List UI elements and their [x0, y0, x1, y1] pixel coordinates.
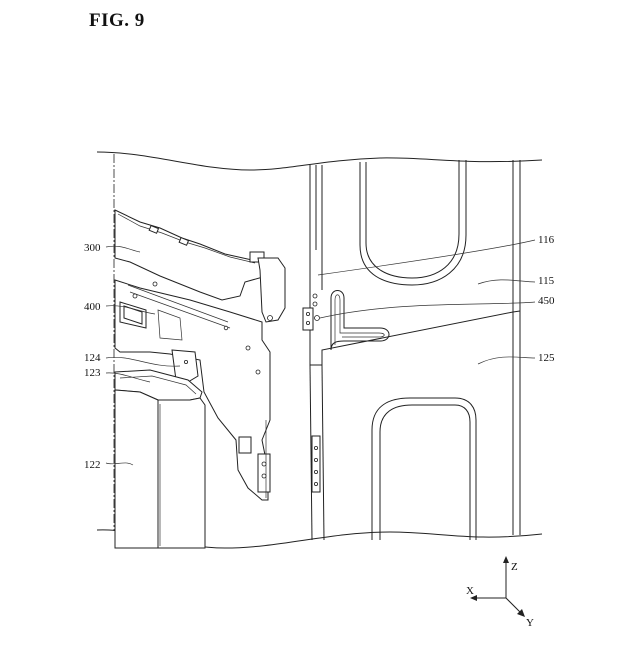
axis-z-label: Z	[511, 561, 518, 573]
axis-y-label: Y	[526, 617, 534, 629]
label-300: 300	[84, 242, 101, 254]
lower-opening	[372, 398, 476, 540]
label-450: 450	[538, 295, 555, 307]
housing-122	[115, 370, 205, 548]
bracket-450	[303, 308, 313, 330]
label-124: 124	[84, 352, 101, 364]
label-122: 122	[84, 459, 101, 471]
axis-x-label: X	[466, 585, 474, 597]
label-123: 123	[84, 367, 101, 379]
wall-panel	[310, 160, 520, 540]
label-125: 125	[538, 352, 555, 364]
label-116: 116	[538, 234, 555, 246]
label-400: 400	[84, 301, 101, 313]
label-115: 115	[538, 275, 555, 287]
axis-triad: Z X Y	[466, 556, 534, 629]
figure-title: FIG. 9	[89, 10, 145, 32]
